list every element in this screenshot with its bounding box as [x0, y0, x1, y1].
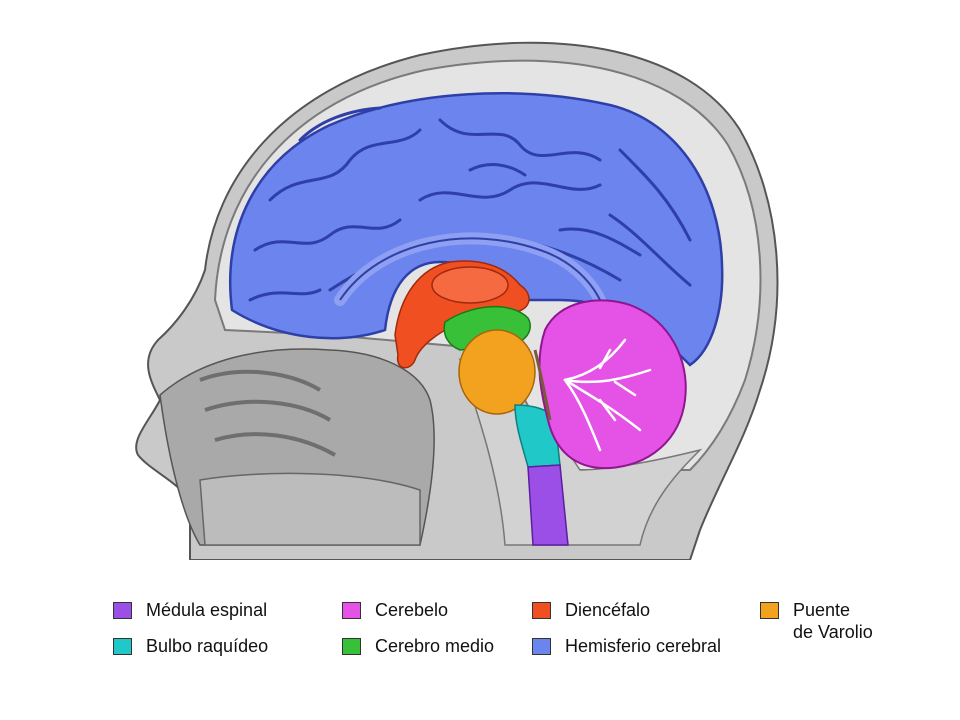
- corpus-callosum-outline: [339, 237, 601, 301]
- nasal-turbinates: [199, 369, 336, 457]
- sagittal-brain-illustration: [135, 41, 779, 560]
- legend-item-cerebelo: Cerebelo: [342, 599, 448, 621]
- fourth-ventricle: [533, 349, 552, 421]
- legend-label: Puente de Varolio: [793, 600, 873, 642]
- spinal-cord: [527, 464, 569, 546]
- legend-swatch: [532, 602, 551, 619]
- legend-swatch: [342, 638, 361, 655]
- legend-item-diencefalo: Diencéfalo: [532, 599, 650, 621]
- oral-cavity: [199, 472, 421, 546]
- legend-label: Diencéfalo: [565, 600, 651, 620]
- legend-label: Cerebro medio: [375, 636, 495, 656]
- arbor-vitae: [563, 338, 652, 452]
- legend-item-cerebro-medio: Cerebro medio: [342, 635, 494, 657]
- legend-swatch: [342, 602, 361, 619]
- legend-label: Cerebelo: [375, 600, 449, 620]
- legend-item-hemisferio: Hemisferio cerebral: [532, 635, 721, 657]
- cerebellum: [538, 299, 687, 470]
- legend-swatch: [113, 602, 132, 619]
- legend-label: Médula espinal: [146, 600, 268, 620]
- legend-item-medula: Médula espinal: [113, 599, 267, 621]
- diencephalon-lobe: [431, 266, 509, 304]
- legend-label: Bulbo raquídeo: [146, 636, 269, 656]
- legend-item-bulbo: Bulbo raquídeo: [113, 635, 268, 657]
- legend-swatch: [532, 638, 551, 655]
- legend-swatch: [113, 638, 132, 655]
- legend-item-puente: Puente de Varolio: [760, 599, 873, 643]
- legend-swatch: [760, 602, 779, 619]
- legend-label: Hemisferio cerebral: [565, 636, 722, 656]
- pons: [458, 329, 536, 415]
